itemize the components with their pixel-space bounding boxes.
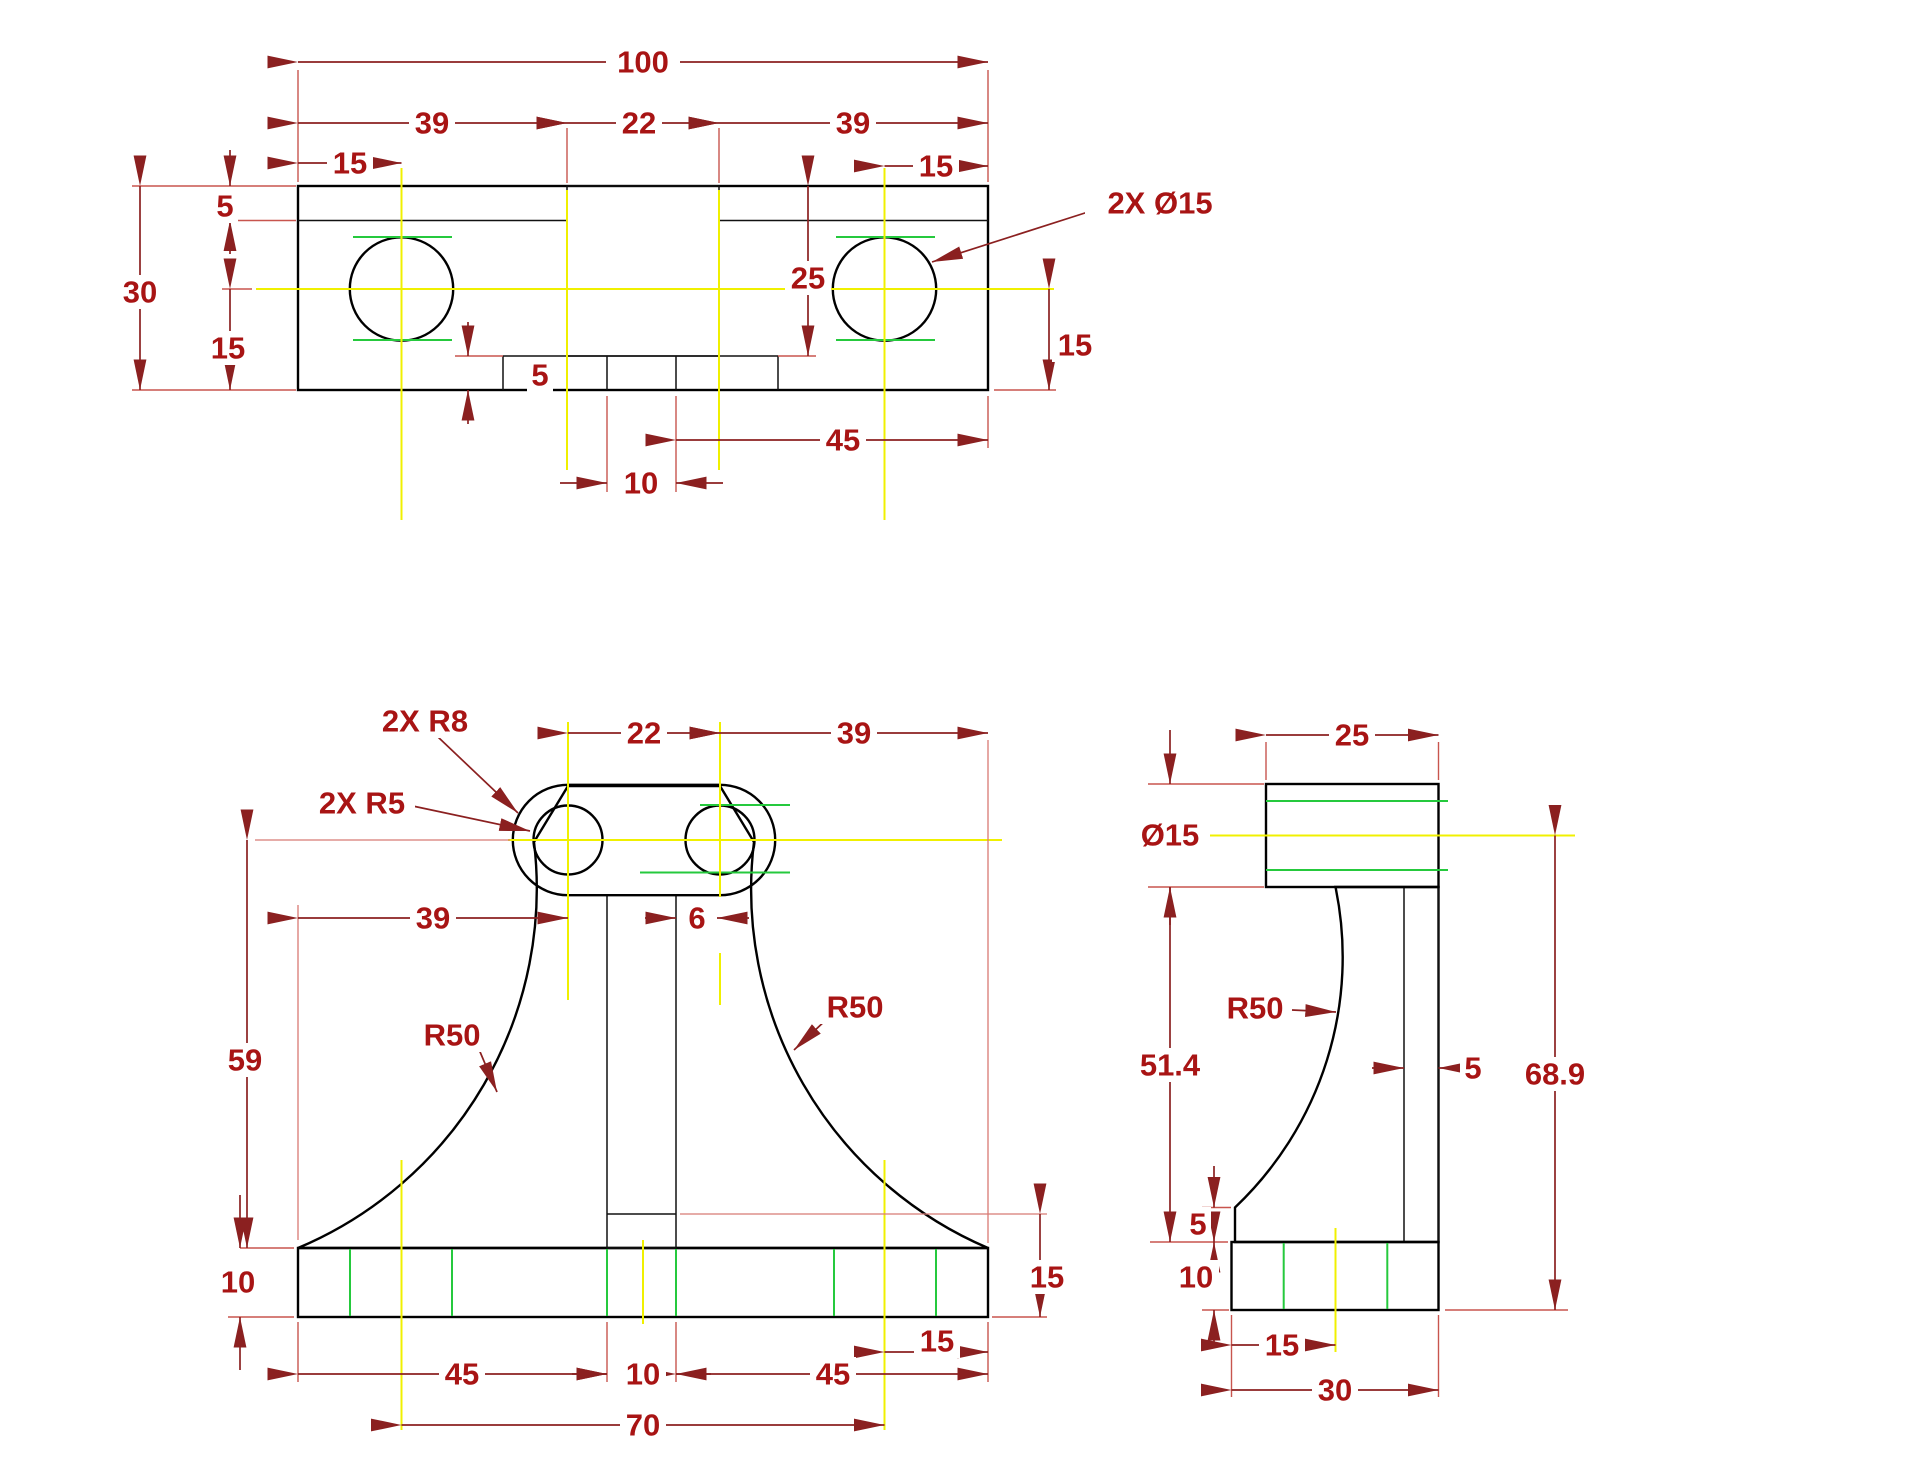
dim-top-left-span: 39 — [415, 106, 449, 141]
top-view-dimension-lines — [133, 55, 1089, 490]
dim-front-lug-hole-radius: 2X R5 — [319, 786, 405, 821]
dim-top-holes-note: 2X Ø15 — [1107, 186, 1212, 221]
side-view-dimensions: 25 Ø15 R50 51.4 5 68.9 5 10 15 30 — [1127, 718, 1598, 1408]
dim-side-hole-center-offset: 15 — [1265, 1328, 1299, 1363]
top-view-boss — [566, 185, 720, 357]
front-view-rib-gap-mask — [683, 897, 723, 953]
dim-top-overall-depth: 30 — [123, 275, 157, 310]
dim-side-lug-diameter: Ø15 — [1141, 818, 1200, 853]
dim-side-overall-height: 68.9 — [1525, 1057, 1585, 1092]
front-view-centerlines — [400, 722, 1002, 1430]
dim-side-web-thickness: 5 — [1464, 1051, 1481, 1086]
dim-front-step-height: 15 — [1030, 1260, 1064, 1295]
dim-top-hole-to-front: 15 — [211, 331, 245, 366]
dim-front-rib-width: 10 — [626, 1357, 660, 1392]
dim-top-hole-to-front-right: 15 — [1058, 328, 1092, 363]
front-view-dimension-lines — [233, 726, 1047, 1432]
front-view-extension-lines — [228, 740, 1047, 1382]
side-view: 25 Ø15 R50 51.4 5 68.9 5 10 15 30 — [1127, 718, 1598, 1408]
dim-front-base-thickness: 10 — [221, 1265, 255, 1300]
dim-front-lug-end-radius: 2X R8 — [382, 704, 468, 739]
dim-front-rib-gap: 6 — [688, 901, 705, 936]
top-view-edges — [298, 219, 988, 390]
front-view: 2X R8 2X R5 22 39 39 6 59 R50 R50 10 15 … — [215, 704, 1070, 1443]
side-view-hidden-lines — [1266, 800, 1448, 1309]
top-view-dimensions: 100 39 22 39 15 15 5 30 15 25 15 45 10 — [117, 45, 1235, 501]
front-view-dimensions: 2X R8 2X R5 22 39 39 6 59 R50 R50 10 15 … — [215, 704, 1070, 1443]
dim-front-hole-spacing: 22 — [627, 716, 661, 751]
dim-top-center-span: 22 — [622, 106, 656, 141]
dim-top-rib-to-right: 45 — [826, 423, 860, 458]
dim-side-lug-depth: 25 — [1335, 718, 1369, 753]
dim-side-base-depth: 30 — [1318, 1373, 1352, 1408]
dim-front-lug-height: 59 — [228, 1043, 262, 1078]
side-view-body — [1233, 885, 1440, 1244]
dim-side-web-height: 51.4 — [1140, 1048, 1201, 1083]
dim-front-hole-edge-offset: 15 — [920, 1324, 954, 1359]
dim-side-step: 5 — [1189, 1207, 1206, 1242]
dim-front-left-span: 39 — [416, 901, 450, 936]
top-view-centerlines — [256, 168, 1054, 520]
dim-top-overall-width: 100 — [617, 45, 669, 80]
dim-front-right-flank-radius: R50 — [827, 990, 884, 1025]
side-view-dimension-lines — [1163, 728, 1562, 1397]
dim-top-boss-depth: 25 — [791, 261, 825, 296]
dim-top-hole-offset-left: 15 — [333, 146, 367, 181]
side-view-web — [1403, 886, 1440, 1243]
dim-front-left-flank-radius: R50 — [424, 1018, 481, 1053]
front-view-hidden-lines — [349, 804, 937, 1316]
dim-front-bottom-right-span: 45 — [816, 1357, 850, 1392]
dim-top-front-band: 5 — [531, 358, 548, 393]
top-view-extension-lines — [132, 70, 1056, 492]
dim-front-hole-spacing-bottom: 70 — [626, 1408, 660, 1443]
front-view-rib — [606, 894, 677, 1249]
dim-side-flank-radius: R50 — [1227, 991, 1284, 1026]
dim-front-bottom-left-span: 45 — [445, 1357, 479, 1392]
dim-side-base-thickness: 10 — [1179, 1260, 1213, 1295]
dim-top-top-band: 5 — [216, 189, 233, 224]
dim-top-right-span: 39 — [836, 106, 870, 141]
top-view: 100 39 22 39 15 15 5 30 15 25 15 45 10 — [117, 45, 1235, 520]
dim-front-top-right-span: 39 — [837, 716, 871, 751]
dim-top-hole-offset-right: 15 — [919, 149, 953, 184]
side-view-centerlines — [1190, 834, 1575, 1352]
dim-top-rib-width: 10 — [624, 466, 658, 501]
